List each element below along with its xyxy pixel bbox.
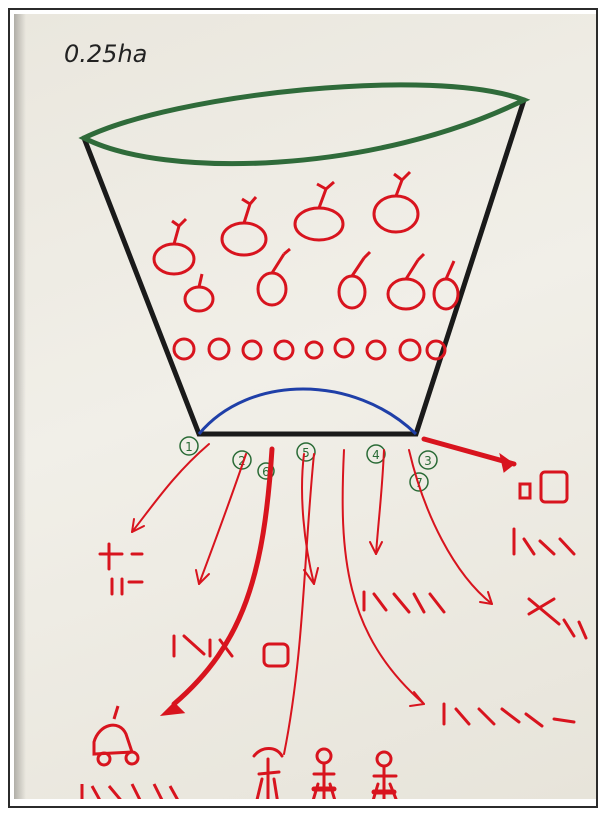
box-icon — [262, 642, 290, 668]
outlet-number-label: 4 — [372, 448, 380, 462]
box-icon — [518, 482, 532, 500]
outlet-number-label: 5 — [302, 446, 310, 460]
box-icon — [539, 470, 569, 504]
pond-basin — [78, 82, 531, 437]
human-figures — [252, 747, 398, 799]
arrow-icon — [198, 453, 247, 585]
arrow-icon — [131, 443, 210, 533]
human-figure-icon — [371, 750, 398, 799]
water-surface-ellipse — [78, 82, 531, 167]
arrow-icon — [301, 453, 315, 585]
area-label: 0.25ha — [64, 40, 147, 68]
fish-icon — [386, 252, 426, 311]
fish-icon — [372, 170, 420, 234]
destination-sketches — [98, 470, 588, 728]
arrow-icon — [171, 446, 275, 707]
cart-icon — [80, 705, 179, 799]
outlet-arc — [197, 387, 418, 436]
arrow-icon — [375, 449, 385, 555]
outlet-numbers — [179, 436, 438, 492]
outflow-arrows — [131, 436, 517, 755]
sketch-drawing: 0.25ha — [64, 40, 588, 799]
fish-icon — [337, 250, 372, 310]
outlet-number-label: 6 — [262, 465, 270, 479]
fish-row — [172, 337, 447, 362]
animal-icon — [527, 597, 588, 640]
fish-icon — [256, 247, 291, 307]
outlet-number-label: 2 — [238, 454, 246, 468]
fish-icon — [152, 217, 196, 276]
outlet-number-label: 1 — [185, 440, 193, 454]
fish-icon — [220, 196, 268, 257]
arrow-icon — [408, 449, 493, 605]
outlet-number-label: 3 — [424, 454, 432, 468]
hand-drawn-sketch-photo: 0.25ha — [14, 14, 596, 799]
arrow-icon — [341, 449, 425, 705]
fish-icon — [183, 273, 215, 313]
photo-edge-shadow — [14, 14, 26, 799]
fish-icon — [432, 260, 460, 311]
fish-group — [152, 170, 460, 362]
arrow-icon — [421, 436, 517, 467]
fish-icon — [293, 180, 345, 242]
human-figure-icon — [311, 747, 337, 799]
human-figure-icon — [252, 747, 284, 799]
